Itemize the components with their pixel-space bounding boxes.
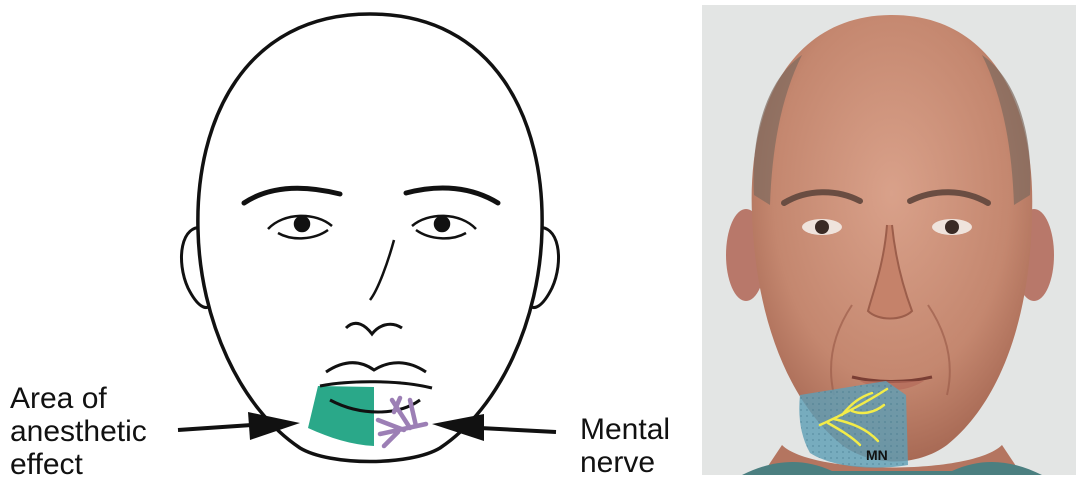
label-mental-nerve: Mental nerve <box>580 413 700 479</box>
label-line: effect <box>10 448 180 481</box>
label-line: anesthetic <box>10 415 180 448</box>
label-line: Area of <box>10 382 180 415</box>
patient-photo <box>702 5 1076 475</box>
label-line: Mental <box>580 413 700 446</box>
label-area-of-anesthetic-effect: Area of anesthetic effect <box>10 382 180 481</box>
label-line: nerve <box>580 446 700 479</box>
mn-label: MN <box>866 447 888 463</box>
